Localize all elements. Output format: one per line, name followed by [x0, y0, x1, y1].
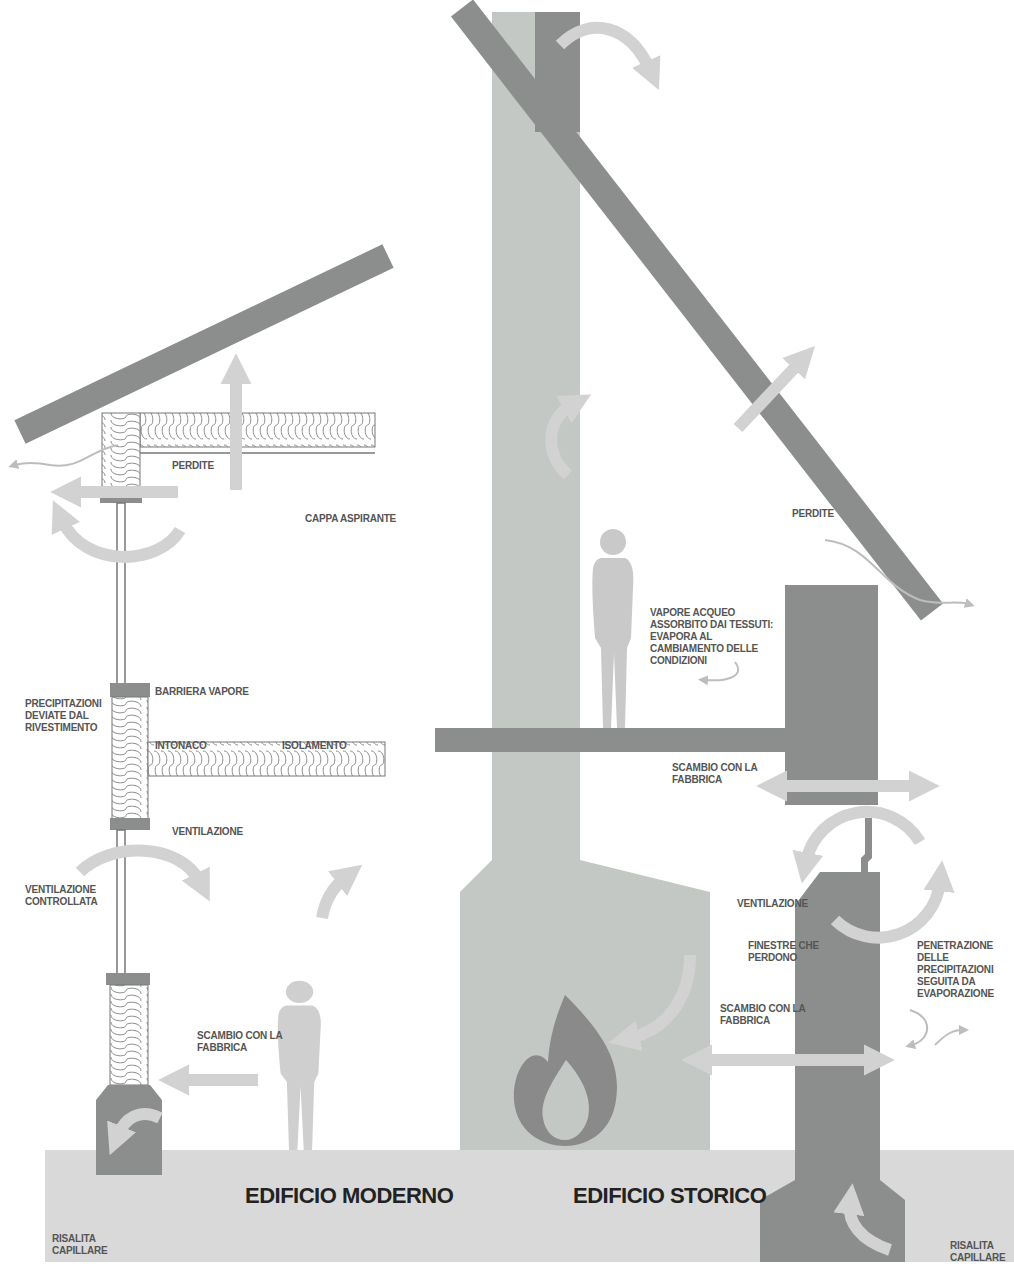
annotation-label: SCAMBIO CON LA FABBRICA	[672, 762, 762, 786]
annotation-label: FINESTRE CHE PERDONO	[748, 940, 820, 964]
upper-wall	[785, 585, 878, 805]
annotation-label: BARRIERA VAPORE	[155, 686, 249, 698]
wall-plate	[110, 683, 150, 697]
annotation-label: RISALITA CAPILLARE	[52, 1233, 122, 1257]
modern-roof	[20, 256, 388, 432]
annotation-label: INTONACO	[155, 740, 207, 752]
person-silhouette	[278, 981, 321, 1150]
annotation-label: RISALITA CAPILLARE	[950, 1240, 1010, 1264]
annotation-label: VENTILAZIONE CONTROLLATA	[25, 884, 125, 908]
annotation-label: VENTILAZIONE	[172, 826, 243, 838]
annotation-label: ISOLAMENTO	[282, 740, 347, 752]
fire-symbol	[514, 995, 617, 1146]
ceiling-insulation	[140, 413, 375, 447]
wall-plate	[106, 973, 150, 985]
window	[117, 503, 125, 685]
leak-arrows	[15, 445, 968, 1045]
annotation-label: PENETRAZIONE DELLE PRECIPITAZIONI SEGUIT…	[917, 940, 1009, 1000]
building-title: EDIFICIO STORICO	[573, 1183, 766, 1209]
fireplace	[460, 860, 710, 1150]
wall-insulation	[102, 413, 140, 491]
building-title: EDIFICIO MODERNO	[245, 1183, 453, 1209]
annotation-label: VENTILAZIONE	[737, 898, 808, 910]
annotation-label: CAPPA ASPIRANTE	[305, 513, 396, 525]
wall-insulation	[110, 985, 148, 1085]
annotation-label: PERDITE	[792, 508, 834, 520]
wall-plate	[110, 818, 150, 830]
flow-arrows	[62, 28, 940, 1250]
annotation-label: VAPORE ACQUEO ASSORBITO DAI TESSUTI: EVA…	[650, 607, 778, 667]
annotation-label: SCAMBIO CON LA FABBRICA	[197, 1030, 292, 1054]
historic-roof	[462, 8, 932, 612]
annotation-label: SCAMBIO CON LA FABBRICA	[720, 1003, 810, 1027]
annotation-label: PERDITE	[172, 460, 214, 472]
person-silhouette	[592, 529, 633, 728]
ceiling-line	[140, 452, 375, 454]
floor-slab	[435, 728, 785, 752]
foundation	[96, 1085, 162, 1175]
lower-wall	[760, 872, 905, 1262]
wall-insulation	[112, 697, 148, 820]
annotation-label: PRECIPITAZIONI DEVIATE DAL RIVESTIMENTO	[25, 698, 137, 734]
